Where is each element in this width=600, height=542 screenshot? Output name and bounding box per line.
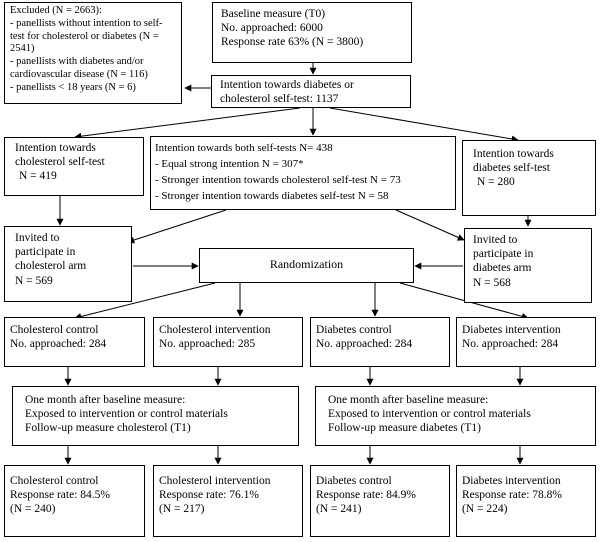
followup-cholesterol-line3: Follow-up measure cholesterol (T1) <box>25 422 191 435</box>
invited-cholesterol-line2: participate in <box>15 246 76 259</box>
invited-cholesterol-count: N = 569 <box>15 274 53 287</box>
intention-cholesterol-line2: cholesterol self-test <box>15 156 105 169</box>
followup-diabetes-box: One month after baseline measure: Expose… <box>315 386 596 446</box>
arm-chol-control-box: Cholesterol control No. approached: 284 <box>4 317 145 367</box>
arm-diab-control-title: Diabetes control <box>316 324 392 336</box>
intention-diabetes-line2: diabetes self-test <box>473 162 550 175</box>
arm-chol-intervention-box: Cholesterol intervention No. approached:… <box>153 317 303 367</box>
invited-diabetes-line3: diabetes arm <box>473 262 532 275</box>
intention-both-cholesterol: - Stronger intention towards cholesterol… <box>155 174 401 186</box>
result-diab-intervention-response: Response rate: 78.8% <box>462 489 562 502</box>
excluded-age: - panellists < 18 years (N = 6) <box>10 81 136 93</box>
result-diab-control-title: Diabetes control <box>316 475 392 487</box>
result-chol-intervention-title: Cholesterol intervention <box>159 475 271 487</box>
followup-diabetes-line3: Follow-up measure diabetes (T1) <box>328 422 481 435</box>
followup-cholesterol-line2: Exposed to intervention or control mater… <box>25 408 228 421</box>
result-diab-intervention-title: Diabetes intervention <box>462 475 561 487</box>
excluded-box: Excluded (N = 2663): - panellists withou… <box>4 2 182 104</box>
intention-cholesterol-box: Intention towards cholesterol self-test … <box>4 137 144 196</box>
invited-diabetes-line2: participate in <box>473 248 534 261</box>
excluded-title: Excluded (N = 2663): <box>10 5 102 16</box>
followup-cholesterol-line1: One month after baseline measure: <box>25 394 186 406</box>
intention-both-box: Intention towards both self-tests N= 438… <box>150 136 456 210</box>
randomization-box: Randomization <box>199 248 414 283</box>
arrow-random-to-chol-control <box>74 282 216 320</box>
result-chol-control-response: Response rate: 84.5% <box>10 489 110 502</box>
intention-diabetes-count: N = 280 <box>477 176 515 189</box>
baseline-response: Response rate 63% (N = 3800) <box>221 36 364 49</box>
invited-diabetes-line1: Invited to <box>473 234 518 246</box>
result-diab-intervention-box: Diabetes intervention Response rate: 78.… <box>456 465 596 537</box>
intention-any-line1: Intention towards diabetes or <box>220 79 354 91</box>
intention-any-line2: cholesterol self-test: 1137 <box>220 93 339 106</box>
arrow-both-to-invited-diab <box>395 209 465 241</box>
arm-chol-intervention-approached: No. approached: 285 <box>159 338 256 351</box>
result-chol-intervention-count: (N = 217) <box>159 503 205 516</box>
arm-diab-intervention-box: Diabetes intervention No. approached: 28… <box>456 317 596 367</box>
excluded-disease: - panellists with diabetes and/or cardio… <box>10 56 148 80</box>
result-chol-intervention-response: Response rate: 76.1% <box>159 489 259 502</box>
followup-cholesterol-box: One month after baseline measure: Expose… <box>12 386 299 446</box>
arm-diab-control-box: Diabetes control No. approached: 284 <box>310 317 450 367</box>
result-diab-intervention-count: (N = 224) <box>462 503 508 516</box>
invited-cholesterol-box: Invited to participate in cholesterol ar… <box>4 226 132 302</box>
result-chol-control-box: Cholesterol control Response rate: 84.5%… <box>4 465 145 537</box>
intention-cholesterol-line1: Intention towards <box>15 142 96 154</box>
result-chol-control-count: (N = 240) <box>10 503 56 516</box>
followup-diabetes-line2: Exposed to intervention or control mater… <box>328 408 531 421</box>
result-diab-control-count: (N = 241) <box>316 503 362 516</box>
arrow-both-to-invited-chol <box>127 209 227 244</box>
baseline-title: Baseline measure (T0) <box>221 8 326 20</box>
arm-chol-control-title: Cholesterol control <box>10 324 99 336</box>
invited-cholesterol-line3: cholesterol arm <box>15 260 87 273</box>
arrow-to-intention-diabetes <box>329 107 519 143</box>
result-chol-intervention-box: Cholesterol intervention Response rate: … <box>153 465 303 537</box>
result-diab-control-response: Response rate: 84.9% <box>316 489 416 502</box>
arm-diab-control-approached: No. approached: 284 <box>316 338 413 351</box>
invited-diabetes-count: N = 568 <box>473 276 511 289</box>
baseline-approached: No. approached: 6000 <box>221 22 323 35</box>
intention-diabetes-box: Intention towards diabetes self-test N =… <box>462 140 596 216</box>
intention-diabetes-line1: Intention towards <box>473 148 554 160</box>
invited-diabetes-box: Invited to participate in diabetes arm N… <box>464 228 592 303</box>
intention-both-diabetes: - Stronger intention towards diabetes se… <box>155 190 389 202</box>
baseline-box: Baseline measure (T0) No. approached: 60… <box>212 2 412 63</box>
result-diab-control-box: Diabetes control Response rate: 84.9% (N… <box>310 465 450 537</box>
randomization-label: Randomization <box>269 257 344 271</box>
arm-chol-intervention-title: Cholesterol intervention <box>159 324 271 336</box>
intention-both-equal: - Equal strong intention N = 307* <box>155 158 304 170</box>
intention-both-title: Intention towards both self-tests N= 438 <box>155 142 333 154</box>
invited-cholesterol-line1: Invited to <box>15 232 60 244</box>
arm-chol-control-approached: No. approached: 284 <box>10 338 107 351</box>
arm-diab-intervention-title: Diabetes intervention <box>462 324 561 336</box>
arrow-to-intention-cholesterol <box>74 107 301 140</box>
intention-any-box: Intention towards diabetes or cholestero… <box>211 75 411 108</box>
result-chol-control-title: Cholesterol control <box>10 475 99 487</box>
followup-diabetes-line1: One month after baseline measure: <box>328 394 489 406</box>
arm-diab-intervention-approached: No. approached: 284 <box>462 338 559 351</box>
excluded-no-intention: - panellists without intention to self-t… <box>10 17 163 55</box>
intention-cholesterol-count: N = 419 <box>19 170 57 183</box>
